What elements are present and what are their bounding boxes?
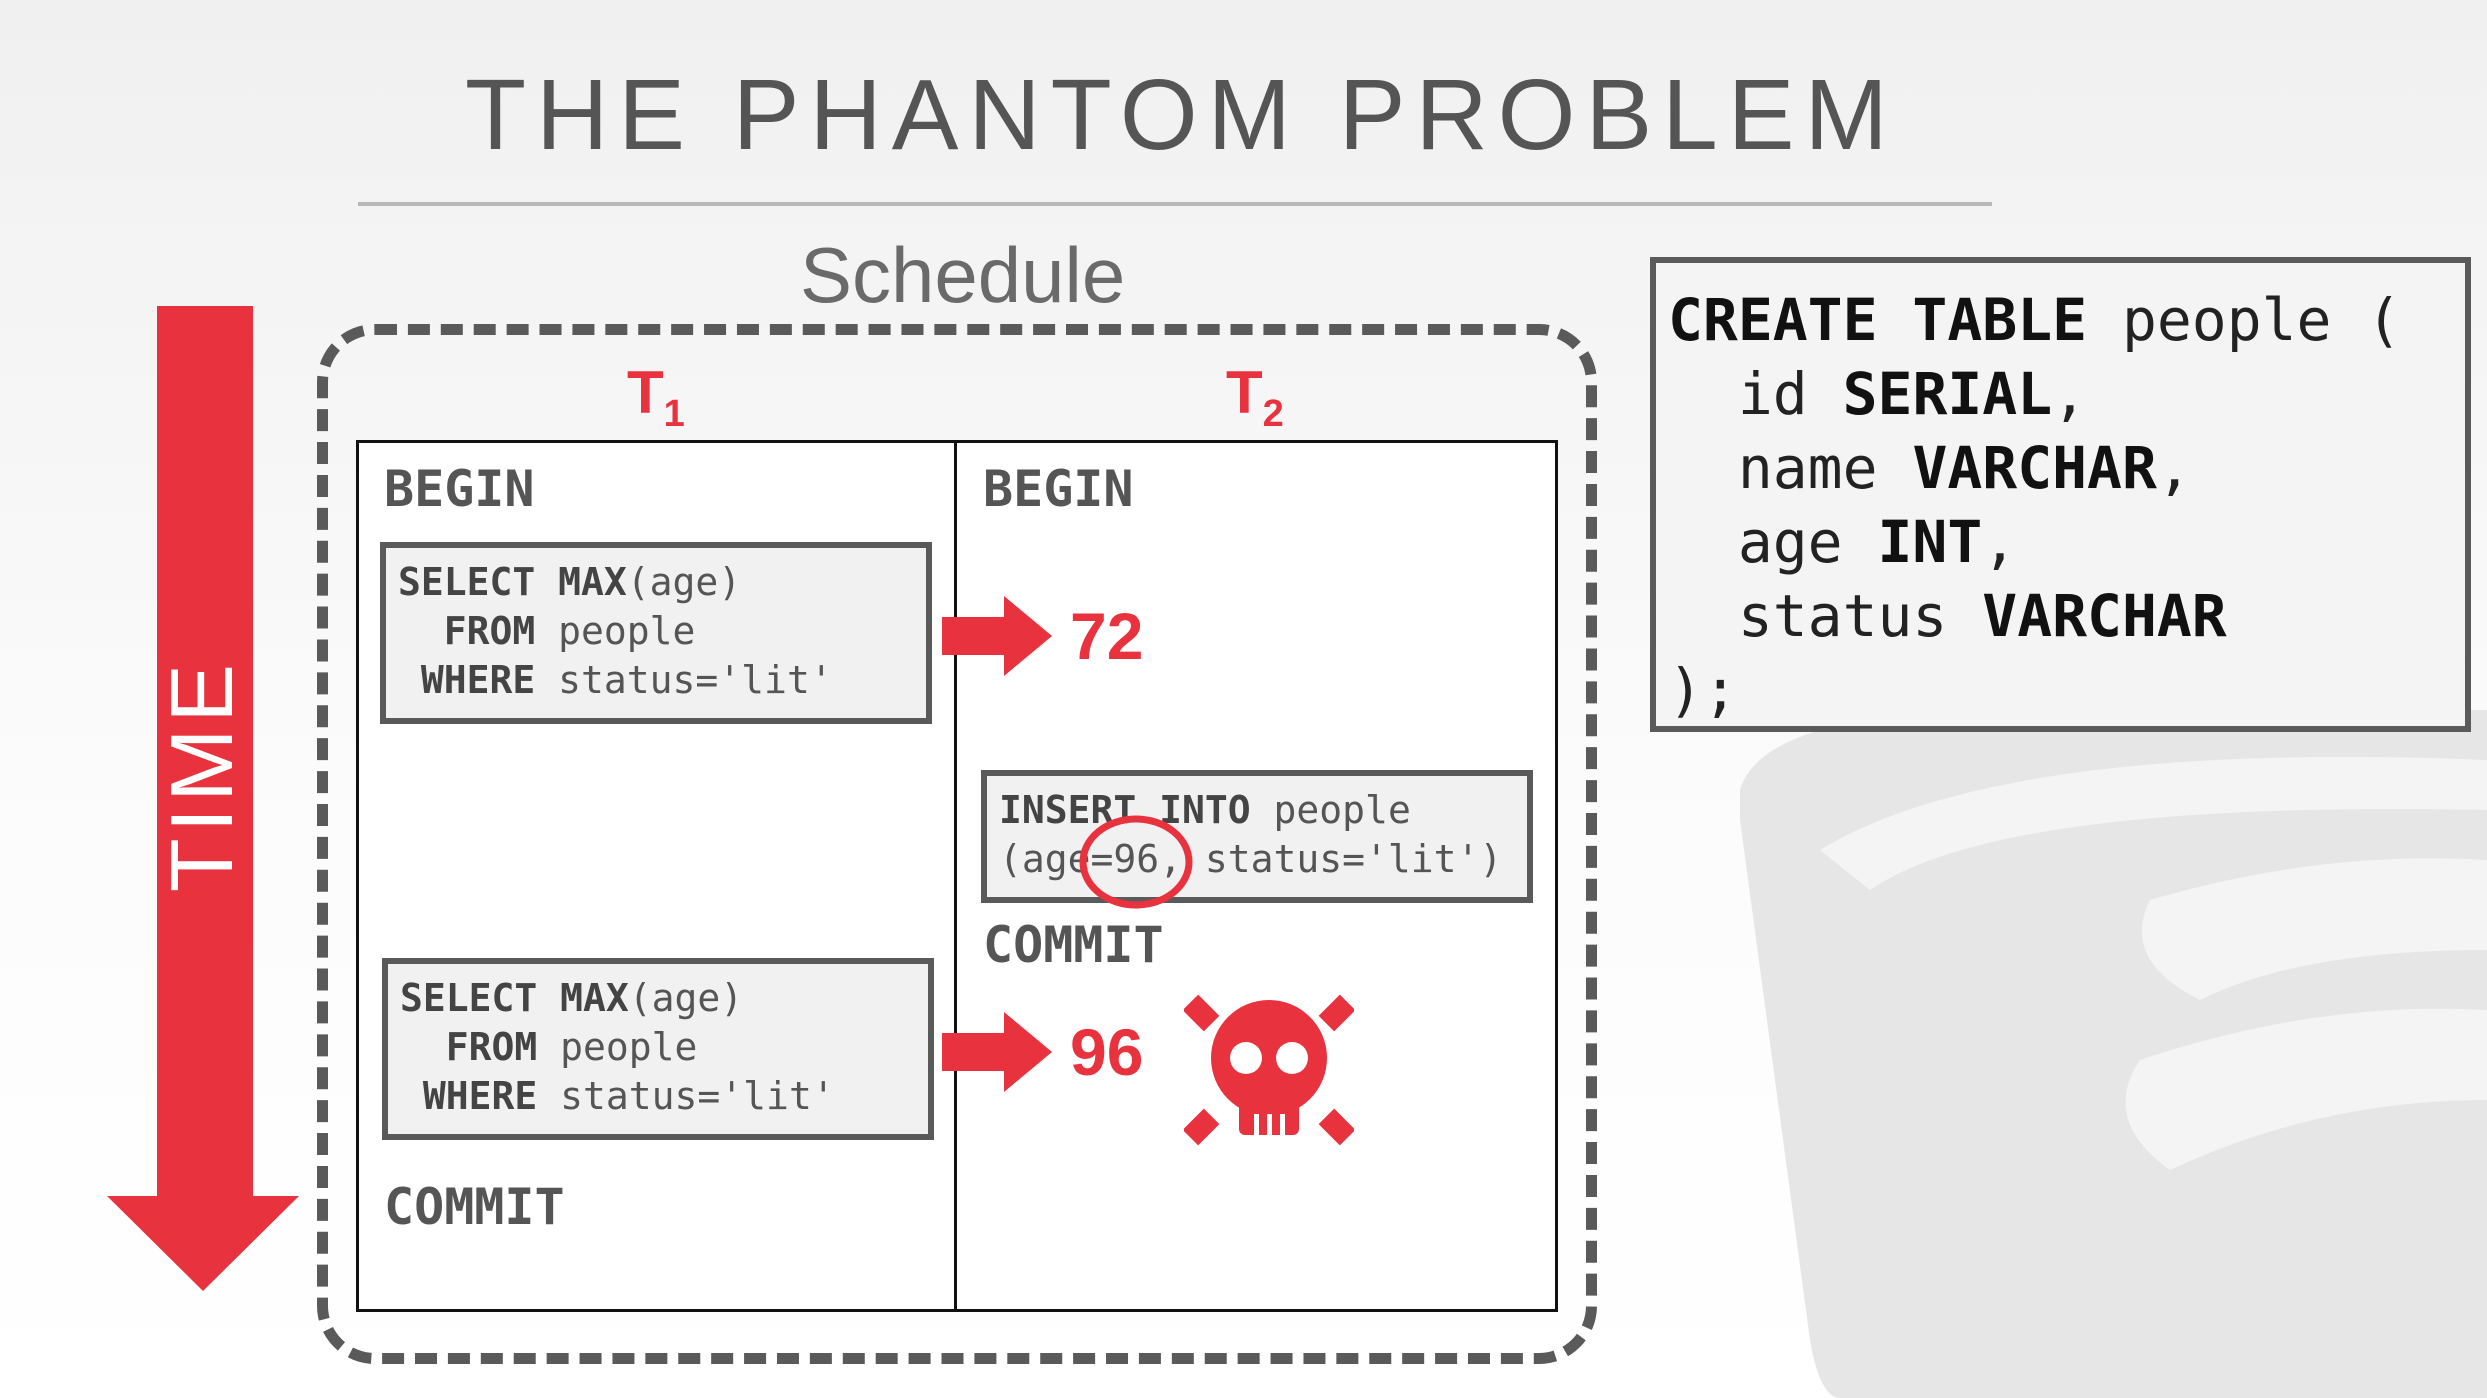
sql-keyword: SELECT MAX <box>400 976 629 1020</box>
right-arrow-icon <box>942 596 1052 676</box>
sql-text: id <box>1668 360 1843 428</box>
t1-begin: BEGIN <box>384 460 535 518</box>
time-label: TIME <box>152 657 251 893</box>
column-divider <box>954 440 957 1312</box>
sql-keyword: FROM <box>398 609 536 653</box>
sql-keyword: SERIAL <box>1842 360 2053 428</box>
sql-text: , <box>2156 434 2192 502</box>
title-divider <box>358 202 1992 206</box>
sql-text: (age=96, status='lit') <box>999 837 1503 881</box>
transaction-header-t1: T1 <box>627 358 685 436</box>
sql-text: , <box>1982 508 2018 576</box>
sql-keyword: SELECT MAX <box>398 560 627 604</box>
sql-text: (age) <box>628 976 744 1020</box>
sql-text: , <box>2052 360 2088 428</box>
create-table-statement: CREATE TABLE people ( id SERIAL, name VA… <box>1650 257 2471 732</box>
t2-commit: COMMIT <box>983 916 1164 974</box>
down-arrow-icon <box>107 306 299 1291</box>
sql-keyword: VARCHAR <box>1982 582 2227 650</box>
t2-begin: BEGIN <box>983 460 1134 518</box>
schedule-frame <box>317 324 1597 1364</box>
transaction-header-t2: T2 <box>1226 358 1284 436</box>
schedule-label: Schedule <box>800 231 1126 319</box>
sql-keyword: WHERE <box>400 1074 538 1118</box>
sql-keyword: WHERE <box>398 658 536 702</box>
sql-text: people <box>1250 788 1411 832</box>
t1-select-query-1: SELECT MAX(age) FROM people WHERE status… <box>380 542 932 724</box>
highlight-circle <box>1079 815 1193 909</box>
slide-title: THE PHANTOM PROBLEM <box>465 59 1898 171</box>
sql-text: (age) <box>626 560 742 604</box>
transaction-subscript: 1 <box>663 393 685 435</box>
result-value-1: 72 <box>1070 599 1144 673</box>
sql-text: status <box>1668 582 1983 650</box>
sql-text: ); <box>1668 656 1738 724</box>
sql-keyword: VARCHAR <box>1912 434 2157 502</box>
right-arrow-icon <box>942 1012 1052 1092</box>
sql-text: people <box>537 1025 698 1069</box>
sql-keyword: FROM <box>400 1025 538 1069</box>
sql-text: age <box>1668 508 1878 576</box>
t1-select-query-2: SELECT MAX(age) FROM people WHERE status… <box>382 958 934 1140</box>
database-watermark-icon <box>1740 710 2487 1398</box>
skull-crossbones-icon <box>1184 994 1354 1146</box>
result-value-2: 96 <box>1070 1015 1144 1089</box>
sql-keyword: INT <box>1877 508 1983 576</box>
t2-insert-statement: INSERT INTO people (age=96, status='lit'… <box>981 770 1533 903</box>
sql-text: people <box>535 609 696 653</box>
sql-text: status='lit' <box>535 658 833 702</box>
sql-keyword: CREATE TABLE <box>1668 286 2088 354</box>
transaction-subscript: 2 <box>1262 393 1284 435</box>
t1-commit: COMMIT <box>384 1178 565 1236</box>
sql-text: people ( <box>2087 286 2402 354</box>
transaction-label: T <box>627 359 664 426</box>
sql-text: name <box>1668 434 1913 502</box>
sql-text: status='lit' <box>537 1074 835 1118</box>
transaction-label: T <box>1226 359 1263 426</box>
